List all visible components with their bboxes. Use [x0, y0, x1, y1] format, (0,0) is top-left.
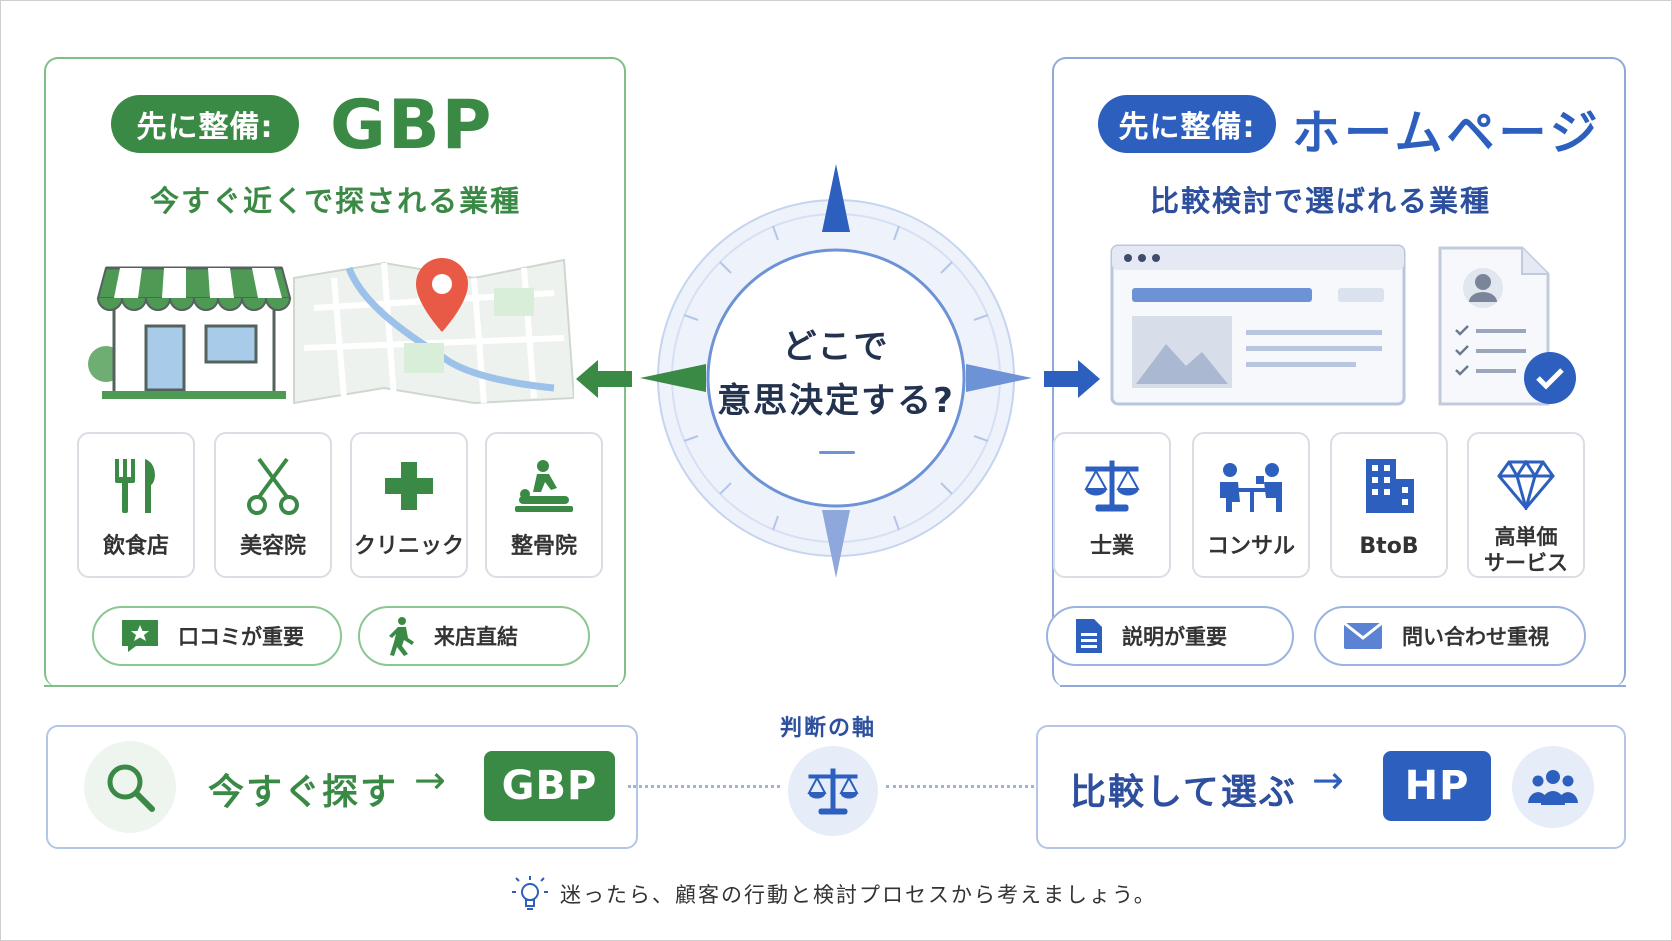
profile-document-check-icon	[1438, 246, 1576, 406]
industry-card-salon: 美容院	[214, 432, 332, 578]
review-star-icon	[122, 620, 158, 652]
industry-label: BtoB	[1359, 534, 1419, 559]
gbp-panel-bottom-line	[44, 685, 618, 687]
industry-card-btob: BtoB	[1330, 432, 1448, 578]
industry-label: コンサル	[1206, 534, 1295, 559]
arrow-right-icon	[1044, 360, 1100, 398]
industry-label: 美容院	[239, 534, 306, 559]
search-icon	[107, 764, 155, 812]
industry-card-clinic: クリニック	[350, 432, 468, 578]
document-icon	[1076, 619, 1102, 653]
building-icon	[1366, 459, 1414, 513]
center-question: どこで 意思決定する?	[700, 320, 972, 428]
compass-south-needle	[822, 510, 850, 578]
compass-east-needle	[966, 364, 1032, 392]
tag-inquiry-focus: 問い合わせ重視	[1314, 606, 1586, 666]
tag-visit-direct: 来店直結	[358, 606, 590, 666]
scales-icon	[807, 768, 859, 815]
gbp-result-button: GBP	[484, 751, 615, 821]
tag-explanation-important: 説明が重要	[1046, 606, 1294, 666]
compass-west-needle	[640, 364, 706, 392]
storefront-map-illustration	[88, 258, 574, 405]
group-icon-circle	[1512, 746, 1594, 828]
center-question-line1: どこで	[782, 327, 890, 367]
gbp-badge: 先に整備:	[111, 95, 299, 153]
gbp-subtitle: 今すぐ近くで探される業種	[150, 184, 522, 218]
massage-icon	[515, 460, 573, 512]
compass-graphic	[640, 164, 1032, 578]
tag-label: 口コミが重要	[178, 625, 304, 649]
industry-card-professional: 士業	[1053, 432, 1171, 578]
people-group-icon	[1528, 770, 1578, 805]
gbp-title: GBP	[330, 86, 494, 165]
scissors-icon	[247, 457, 299, 515]
compare-choose-text: 比較して選ぶ	[1070, 772, 1297, 813]
arrow-left-icon	[576, 360, 632, 398]
search-icon-circle	[84, 741, 176, 833]
industry-card-consulting: コンサル	[1192, 432, 1310, 578]
compass-north-needle	[822, 164, 850, 232]
bar-arrow-right: →	[1312, 758, 1344, 802]
medical-cross-icon	[385, 462, 433, 510]
storefront-icon	[88, 266, 292, 399]
center-question-line2: 意思決定する?	[717, 381, 955, 421]
dotted-line-right	[886, 785, 1046, 788]
tag-label: 来店直結	[434, 625, 518, 649]
lightbulb-icon	[512, 876, 548, 910]
footer-tip: 迷ったら、顧客の行動と検討プロセスから考えましょう。	[510, 874, 1157, 914]
browser-window-icon	[1110, 244, 1406, 406]
mail-icon	[1343, 621, 1383, 649]
industry-card-osteopathy: 整骨院	[485, 432, 603, 578]
homepage-title: ホームページ	[1292, 105, 1602, 161]
tag-reviews-important: 口コミが重要	[92, 606, 342, 666]
browser-document-illustration	[1110, 244, 1576, 406]
consultation-icon	[1220, 463, 1282, 512]
industry-card-premium-service: 高単価サービス	[1467, 432, 1585, 578]
industry-label: 整骨院	[510, 534, 577, 559]
industry-label-multiline: 高単価サービス	[1484, 525, 1568, 575]
industry-label: 飲食店	[102, 534, 169, 559]
map-icon	[293, 258, 574, 405]
homepage-badge: 先に整備:	[1098, 95, 1276, 153]
industry-label: 士業	[1089, 534, 1134, 559]
dotted-line-left	[628, 785, 780, 788]
scales-icon	[1084, 460, 1140, 512]
tag-label: 問い合わせ重視	[1402, 625, 1549, 649]
judgment-axis-label: 判断の軸	[780, 716, 877, 741]
industry-label: クリニック	[353, 534, 464, 559]
homepage-panel-bottom-line	[1060, 685, 1626, 687]
center-dash	[819, 451, 855, 454]
fork-knife-icon	[115, 459, 155, 513]
tag-label: 説明が重要	[1122, 625, 1227, 649]
walking-person-icon	[389, 617, 414, 656]
bar-arrow-left: →	[414, 758, 446, 802]
footer-text: 迷ったら、顧客の行動と検討プロセスから考えましょう。	[560, 883, 1157, 907]
homepage-subtitle: 比較検討で選ばれる業種	[1150, 184, 1492, 218]
industry-card-restaurant: 飲食店	[77, 432, 195, 578]
axis-scales-circle	[788, 746, 878, 836]
map-pin-icon	[416, 258, 468, 332]
search-now-text: 今すぐ探す	[208, 772, 399, 813]
diamond-icon	[1497, 460, 1555, 510]
hp-result-button: HP	[1383, 751, 1491, 821]
